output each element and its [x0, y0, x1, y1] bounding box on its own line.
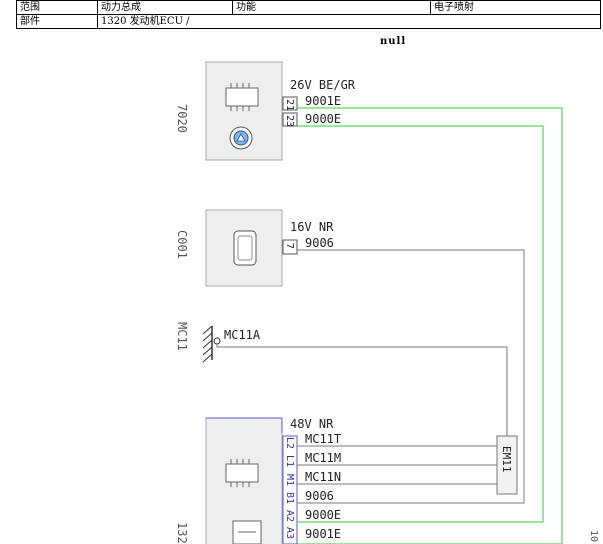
ground-hatch-icon [202, 325, 221, 363]
injector-symbol-icon [232, 520, 262, 544]
wire-9000e-green[interactable] [297, 125, 544, 523]
pin-label-c001-7: 7 [284, 243, 295, 249]
wire-label-c001-9006: 9006 [305, 236, 334, 250]
wire-mc11a-grey[interactable] [216, 344, 508, 436]
splice-em11[interactable]: EM11 [496, 435, 518, 495]
ground-label-mc11a: MC11A [224, 328, 261, 342]
component-1320[interactable]: L2 L1 M1 B1 A2 A3 1320 48V NR [175, 417, 334, 544]
connector-label-7020: 26V BE/GR [290, 78, 356, 92]
wire-9001e-green[interactable] [297, 107, 563, 544]
header-row-2: 部件 1320 发动机ECU / [16, 14, 601, 29]
header-table: 范围 动力总成 功能 电子喷射 部件 1320 发动机ECU / [16, 0, 601, 29]
wire-label-1320-mc11n: MC11N [305, 470, 341, 484]
pin-label-7020-23: 23 [284, 115, 295, 127]
ecu-symbol-icon [225, 83, 259, 111]
edge-label: 10 [588, 530, 599, 542]
wire-label-1320-mc11m: MC11M [305, 451, 341, 465]
component-id-c001: C001 [175, 230, 189, 259]
pin-label-1320-b1: B1 [284, 492, 295, 504]
wire-label-7020-9001e: 9001E [305, 94, 341, 108]
pin-label-1320-m1: M1 [284, 474, 295, 486]
component-id-1320: 1320 [175, 522, 189, 544]
pin-label-1320-l2: L2 [284, 437, 295, 449]
pin-label-1320-a2: A2 [284, 510, 295, 522]
wire-label-1320-9006: 9006 [305, 489, 334, 503]
ecu-symbol-icon [225, 459, 259, 487]
header-row-1: 范围 动力总成 功能 电子喷射 [16, 0, 601, 15]
wire-label-7020-9000e: 9000E [305, 112, 341, 126]
connector-label-1320: 48V NR [290, 417, 334, 431]
splice-label-em11: EM11 [500, 446, 513, 473]
diagnostic-badge-icon [229, 126, 253, 150]
wire-label-1320-9000e: 9000E [305, 508, 341, 522]
diagram-subtitle: null [380, 36, 406, 47]
component-c001-body [205, 209, 283, 287]
wire-label-1320-mc11t: MC11T [305, 432, 341, 446]
wire-9006-grey[interactable] [297, 249, 525, 504]
diagnostic-connector-icon [233, 230, 257, 266]
component-id-7020: 7020 [175, 104, 189, 133]
pin-box-7020-23 [282, 112, 298, 127]
pin-box-7020-21 [282, 96, 298, 111]
connector-label-c001: 16V NR [290, 220, 334, 234]
pin-label-1320-a3: A3 [284, 527, 295, 539]
connector-1320-pin-block [282, 435, 298, 544]
component-id-mc11: MC11 [175, 322, 189, 351]
component-7020[interactable]: 21 23 7020 26V BE/GR [175, 61, 356, 161]
pin-label-7020-21: 21 [284, 99, 295, 111]
wires [216, 107, 563, 544]
header-cell-part-value: 1320 发动机ECU / [97, 14, 601, 29]
component-c001[interactable]: 7 C001 16V NR [175, 209, 334, 287]
pin-box-c001-7 [282, 239, 298, 255]
wire-label-1320-9001e: 9001E [305, 527, 341, 541]
pin-label-1320-l1: L1 [284, 455, 295, 467]
ground-mc11[interactable]: MC11 MC11A [175, 322, 261, 363]
